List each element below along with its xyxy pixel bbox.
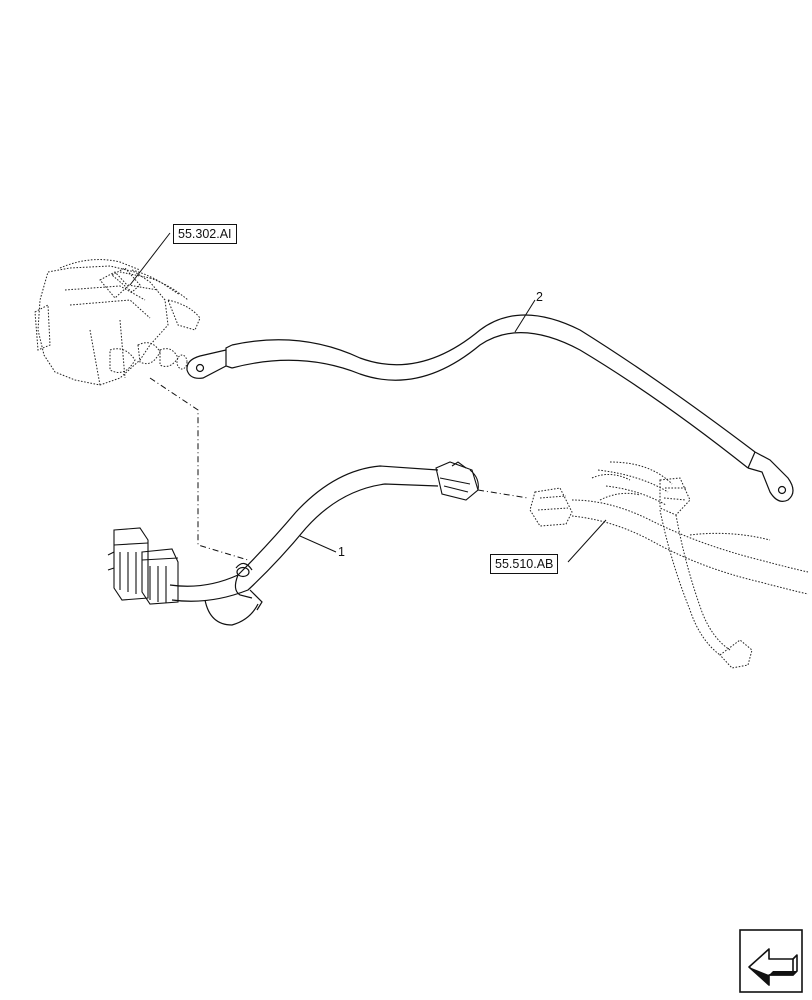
- connector-alignment-line: [477, 489, 529, 499]
- ref-2-leader: [567, 519, 607, 563]
- fuse-holder-pair: [107, 527, 179, 605]
- item-number-2: 2: [536, 290, 543, 304]
- relay-box-context: [34, 259, 201, 386]
- item-2-leader: [514, 299, 536, 333]
- harness-connector: [435, 461, 479, 501]
- relay-plug-context: [111, 267, 159, 293]
- alignment-line: [149, 377, 249, 561]
- item-1-leader: [299, 535, 337, 553]
- reference-label-55-302-ai[interactable]: 55.302.AI: [173, 224, 237, 244]
- item-number-1: 1: [338, 545, 345, 559]
- harness-item-1: [169, 465, 439, 626]
- ref-1-leader: [129, 232, 171, 286]
- arrow-navigation-icon[interactable]: [739, 929, 803, 993]
- reference-label-55-510-ab[interactable]: 55.510.AB: [490, 554, 559, 574]
- stud-context: [176, 354, 188, 370]
- main-harness-context: [529, 461, 809, 669]
- cable-item-2: [186, 314, 794, 502]
